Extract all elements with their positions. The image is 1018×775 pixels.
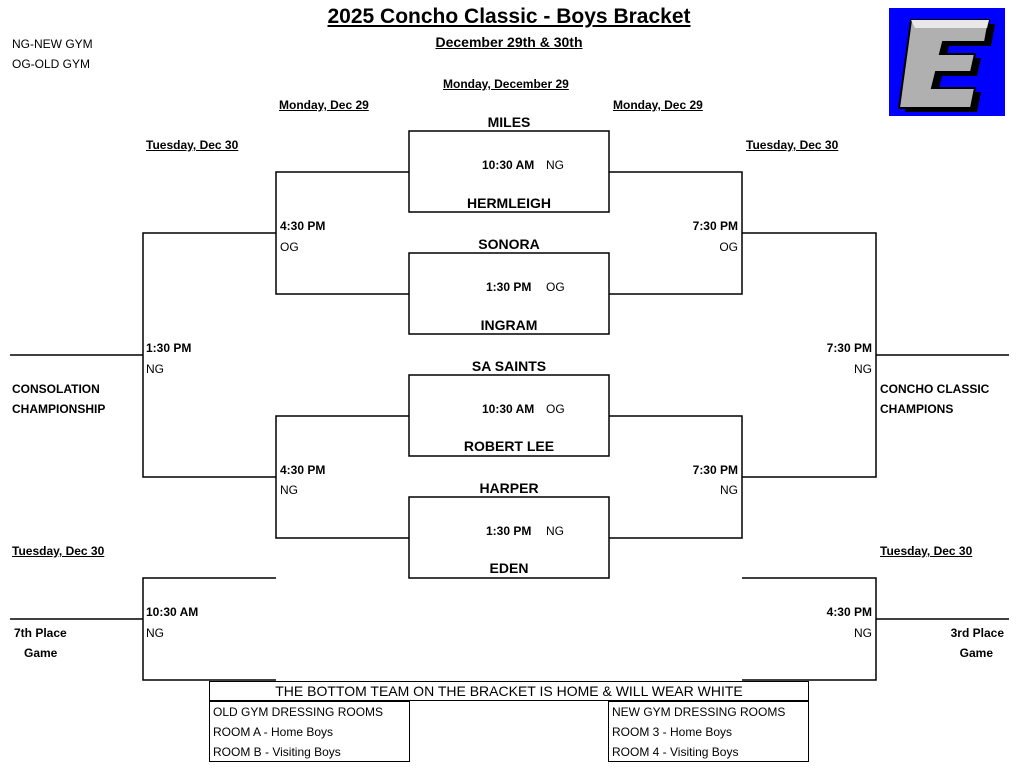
team-eden: EDEN xyxy=(489,560,529,576)
left-bracket-top xyxy=(275,171,409,295)
header-right-round2: Tuesday, Dec 30 xyxy=(746,138,839,152)
old-gym-home: ROOM A - Home Boys xyxy=(213,725,334,739)
legend-ng: NG-NEW GYM xyxy=(12,37,93,51)
game3-time: 10:30 AM xyxy=(482,402,535,416)
header-left-round1: Monday, Dec 29 xyxy=(279,98,369,112)
new-gym-home: ROOM 3 - Home Boys xyxy=(612,725,733,739)
team-ingram: INGRAM xyxy=(480,317,538,333)
game4-gym: NG xyxy=(546,524,564,538)
left-bracket-bottom xyxy=(275,415,409,539)
team-sonora: SONORA xyxy=(478,236,540,252)
school-logo xyxy=(889,8,1005,116)
seventh-place-bracket xyxy=(142,577,276,681)
team-sa-saints: SA SAINTS xyxy=(471,358,547,374)
third-place-bracket xyxy=(742,577,877,681)
consolation-semi2-gym: NG xyxy=(280,483,298,497)
championship-final-time: 7:30 PM xyxy=(826,341,872,355)
game1-time: 10:30 AM xyxy=(482,158,535,172)
game2-time: 1:30 PM xyxy=(486,280,532,294)
championship-semi1-gym: OG xyxy=(719,240,738,254)
third-place-gym: NG xyxy=(854,626,872,640)
third-place-label-1: 3rd Place xyxy=(950,626,1004,640)
champions-label-2: CHAMPIONS xyxy=(880,402,954,416)
consolation-label-1: CONSOLATION xyxy=(12,382,100,396)
consolation-final-gym: NG xyxy=(146,362,164,376)
game2-gym: OG xyxy=(546,280,565,294)
championship-bracket xyxy=(742,232,877,478)
seventh-place-label-2: Game xyxy=(24,646,58,660)
game3-gym: OG xyxy=(546,402,565,416)
seventh-place-label-1: 7th Place xyxy=(14,626,67,640)
team-hermleigh: HERMLEIGH xyxy=(467,195,551,211)
new-gym-dressing-rooms: NEW GYM DRESSING ROOMS ROOM 3 - Home Boy… xyxy=(608,701,809,762)
championship-semi2-time: 7:30 PM xyxy=(692,463,738,477)
right-bracket-top xyxy=(609,171,743,295)
legend-og: OG-OLD GYM xyxy=(12,57,91,71)
consolation-semi1-gym: OG xyxy=(280,240,299,254)
game1-gym: NG xyxy=(546,158,564,172)
page-subtitle: December 29th & 30th xyxy=(435,34,583,50)
new-gym-visit: ROOM 4 - Visiting Boys xyxy=(612,745,739,759)
championship-semi1-time: 7:30 PM xyxy=(692,219,738,233)
old-gym-visit: ROOM B - Visiting Boys xyxy=(213,745,341,759)
header-right-lower: Tuesday, Dec 30 xyxy=(880,544,973,558)
page-title: 2025 Concho Classic - Boys Bracket xyxy=(327,5,691,28)
consolation-bracket xyxy=(142,232,276,478)
champions-label-1: CONCHO CLASSIC xyxy=(880,382,990,396)
team-harper: HARPER xyxy=(479,480,539,496)
header-center: Monday, December 29 xyxy=(443,77,569,91)
old-gym-dressing-rooms: OLD GYM DRESSING ROOMS ROOM A - Home Boy… xyxy=(209,701,410,762)
old-gym-title: OLD GYM DRESSING ROOMS xyxy=(213,705,384,719)
header-right-round1: Monday, Dec 29 xyxy=(613,98,703,112)
header-left-lower: Tuesday, Dec 30 xyxy=(12,544,105,558)
consolation-label-2: CHAMPIONSHIP xyxy=(12,402,106,416)
home-team-note: THE BOTTOM TEAM ON THE BRACKET IS HOME &… xyxy=(209,681,809,701)
seventh-place-gym: NG xyxy=(146,626,164,640)
championship-semi2-gym: NG xyxy=(720,483,738,497)
team-miles: MILES xyxy=(487,114,531,130)
team-robert-lee: ROBERT LEE xyxy=(463,438,555,454)
right-bracket-bottom xyxy=(609,415,743,539)
game4-time: 1:30 PM xyxy=(486,524,532,538)
seventh-place-time: 10:30 AM xyxy=(146,605,199,619)
consolation-semi1-time: 4:30 PM xyxy=(280,219,326,233)
letter-e-icon xyxy=(897,19,995,112)
consolation-semi2-time: 4:30 PM xyxy=(280,463,326,477)
championship-final-gym: NG xyxy=(854,362,872,376)
third-place-label-2: Game xyxy=(959,646,993,660)
third-place-time: 4:30 PM xyxy=(826,605,872,619)
new-gym-title: NEW GYM DRESSING ROOMS xyxy=(612,705,786,719)
consolation-final-time: 1:30 PM xyxy=(146,341,192,355)
header-left-round2: Tuesday, Dec 30 xyxy=(146,138,239,152)
